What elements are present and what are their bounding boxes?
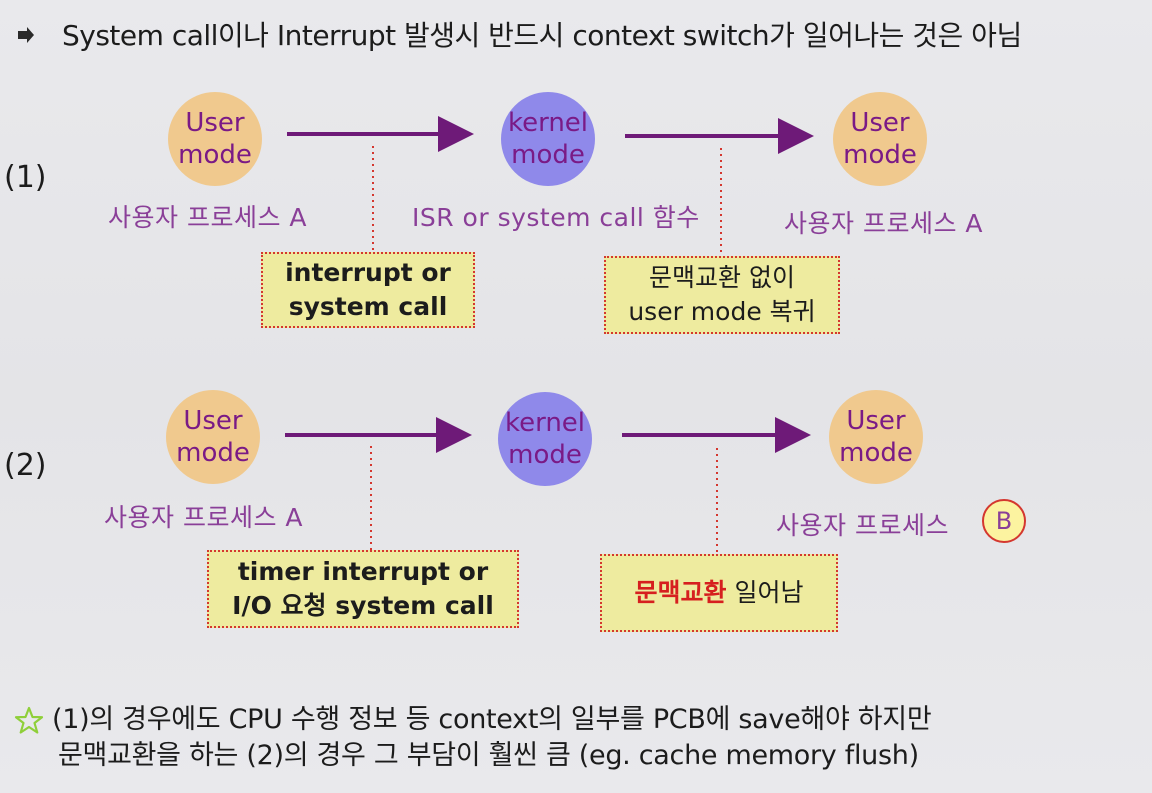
case2-kernel-mode-node: kernel mode: [498, 392, 592, 486]
note-rest-text: 일어남: [726, 578, 804, 607]
case2-label: (2): [4, 448, 47, 483]
note-line2: I/O 요청 system call: [232, 591, 494, 620]
note-line1: 문맥교환 없이: [649, 263, 795, 292]
arrow-bullet-icon: [18, 27, 34, 43]
note-line1: 문맥교환 일어남: [635, 576, 804, 610]
node-line1: kernel: [504, 408, 586, 438]
node-line2: mode: [511, 140, 585, 170]
case1-user-mode-node-right: User mode: [833, 92, 927, 186]
case1-left-caption: 사용자 프로세스 A: [108, 203, 307, 232]
node-line1: User: [846, 406, 906, 436]
case1-center-caption: ISR or system call 함수: [412, 203, 700, 232]
footnote-line2: 문맥교환을 하는 (2)의 경우 그 부담이 훨씬 큼 (eg. cache m…: [58, 740, 919, 771]
node-line1: User: [850, 108, 910, 138]
node-line2: mode: [839, 438, 913, 468]
note-line1: interrupt or: [285, 258, 451, 287]
case2-right-caption: 사용자 프로세스: [776, 511, 949, 540]
node-line1: User: [183, 406, 243, 436]
case1-right-caption: 사용자 프로세스 A: [784, 209, 983, 238]
case1-user-mode-node-left: User mode: [168, 92, 262, 186]
footnote-line1: (1)의 경우에도 CPU 수행 정보 등 context의 일부를 PCB에 …: [52, 704, 932, 735]
note-line2: system call: [288, 292, 448, 321]
case2-user-mode-node-left: User mode: [166, 390, 260, 484]
process-b-circled-label: B: [982, 499, 1026, 543]
node-line2: mode: [178, 140, 252, 170]
case2-user-mode-node-right: User mode: [829, 390, 923, 484]
header-text: System call이나 Interrupt 발생시 반드시 context …: [62, 19, 1022, 52]
case1-label: (1): [4, 160, 47, 195]
case2-left-caption: 사용자 프로세스 A: [104, 503, 303, 532]
case2-note-right: 문맥교환 일어남: [600, 554, 838, 632]
slide-header: System call이나 Interrupt 발생시 반드시 context …: [14, 14, 1149, 54]
case1-note-left: interrupt or system call: [261, 252, 475, 328]
node-line2: mode: [176, 438, 250, 468]
node-line1: kernel: [507, 108, 589, 138]
context-switch-highlight: 문맥교환: [634, 578, 727, 607]
node-line2: mode: [843, 140, 917, 170]
node-line2: mode: [508, 440, 582, 470]
case2-note-left: timer interrupt or I/O 요청 system call: [207, 550, 519, 628]
case1-note-right: 문맥교환 없이 user mode 복귀: [604, 256, 840, 334]
star-icon: [14, 706, 44, 734]
node-line1: User: [185, 108, 245, 138]
note-line1: timer interrupt or: [237, 557, 489, 586]
case1-kernel-mode-node: kernel mode: [501, 92, 595, 186]
note-line2: user mode 복귀: [628, 297, 816, 326]
